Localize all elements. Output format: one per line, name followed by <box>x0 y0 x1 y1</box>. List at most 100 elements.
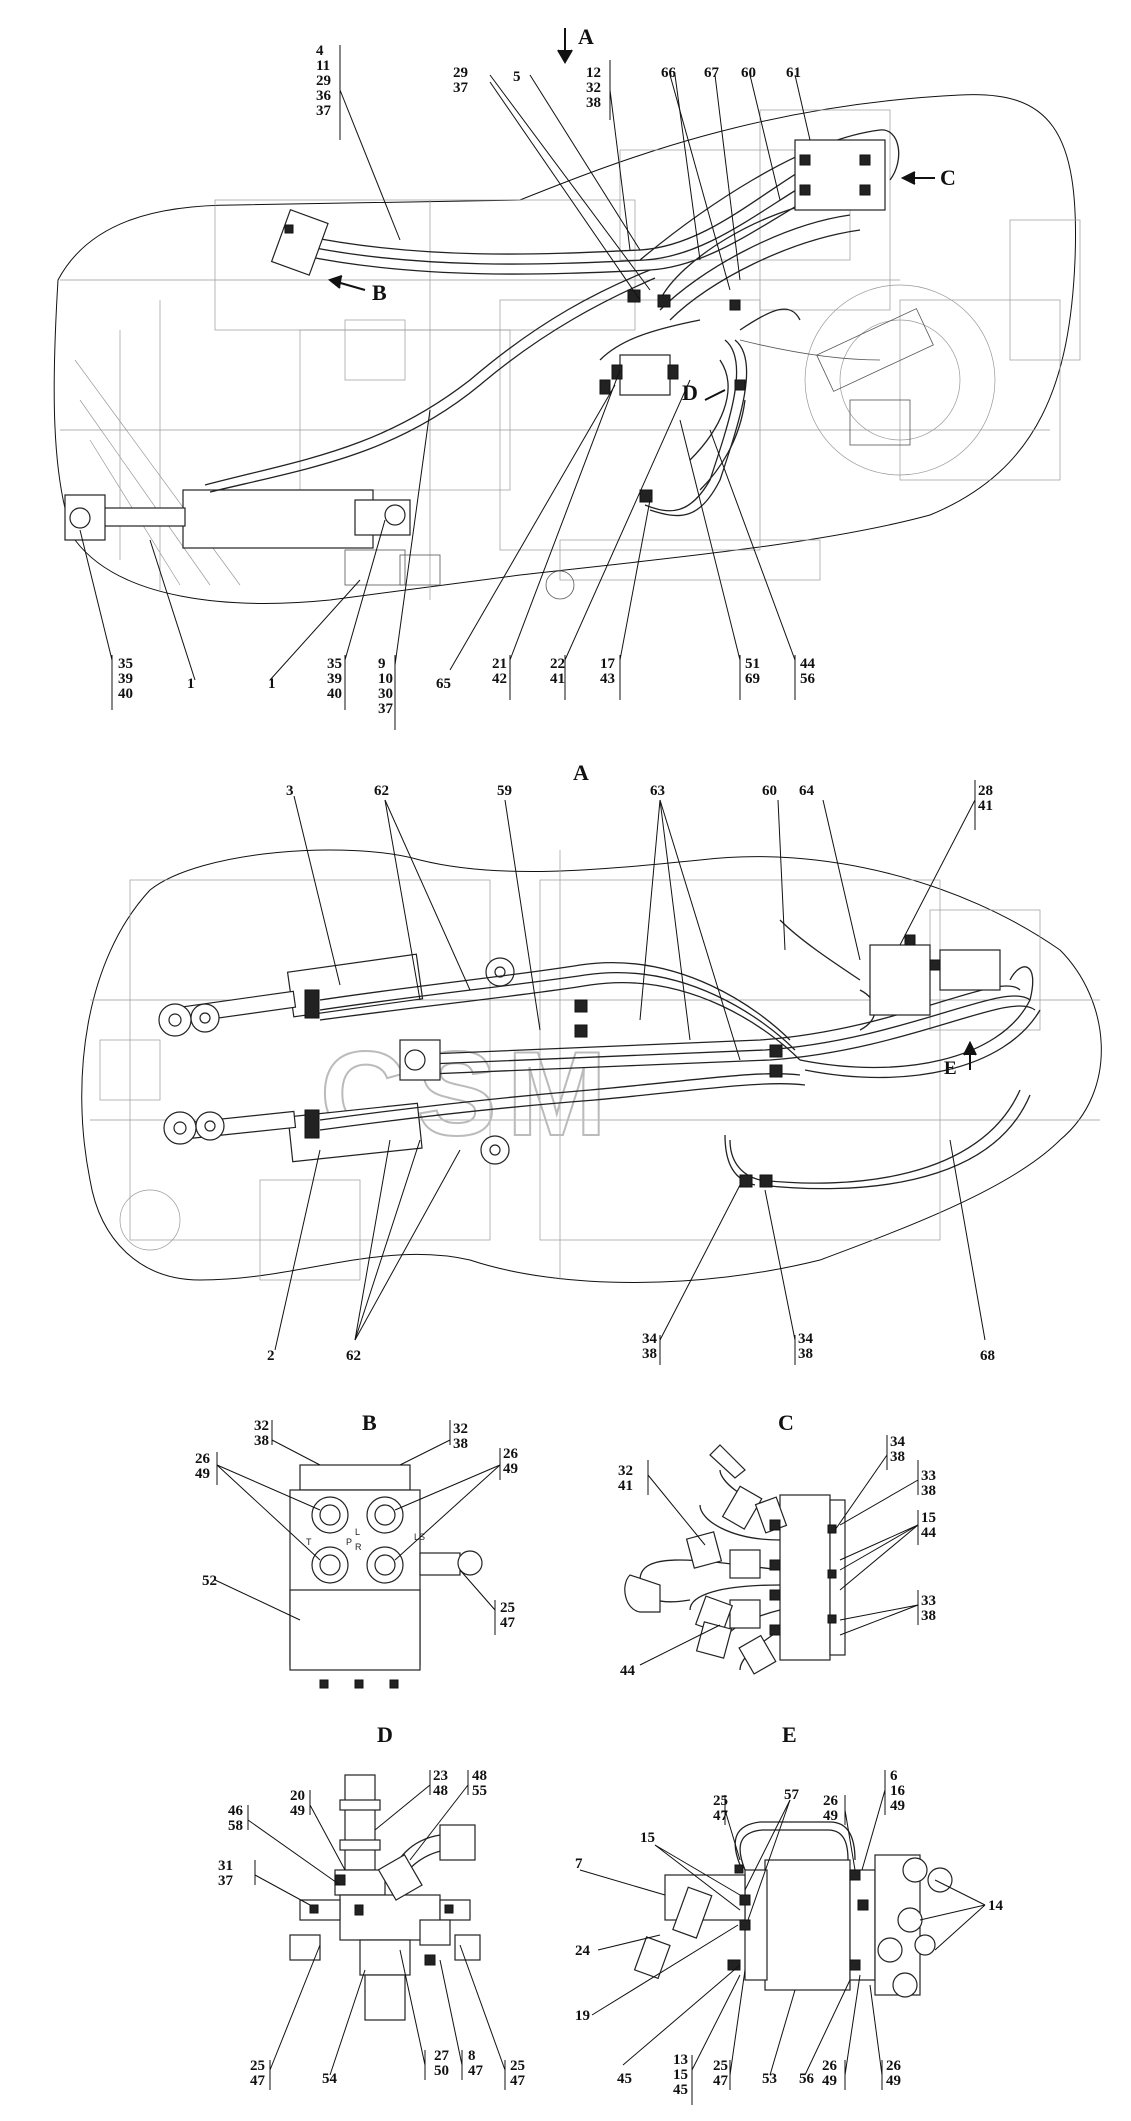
callout-view-a-l-63-0: 63 <box>650 783 665 799</box>
view-d: D <box>247 1722 506 2090</box>
callout-view-d-l-48-55-1: 55 <box>472 1783 487 1799</box>
port-mark-ls: LS <box>414 1532 425 1542</box>
callout-main-l-66-0: 66 <box>661 65 677 81</box>
callout-view-b-l-26-49-b-0: 26 <box>503 1446 519 1462</box>
view-b-title: B <box>362 1410 377 1435</box>
callout-main-l-60-0: 60 <box>741 65 756 81</box>
callout-main-l-9-10-30-37-1: 10 <box>378 671 393 687</box>
view-d-title: D <box>377 1722 393 1747</box>
marker-b: B <box>372 280 387 305</box>
view-b: B T P L R LS <box>214 1410 501 1689</box>
callout-main-l-35-39-40-b-2: 40 <box>327 686 342 702</box>
callout-view-e-l-14-0: 14 <box>988 1898 1004 1914</box>
callout-view-b-l-32-38-a-0: 32 <box>254 1418 269 1434</box>
callout-view-e-l-7-0: 7 <box>575 1856 583 1872</box>
callout-view-d-l-46-58-1: 58 <box>228 1818 243 1834</box>
callout-view-a-l-2-0: 2 <box>267 1348 275 1364</box>
callout-view-e-l-45-0: 45 <box>617 2071 632 2087</box>
view-c-title: C <box>778 1410 794 1435</box>
cylinder-upper <box>158 953 515 1037</box>
callout-view-d-l-25-47-a-1: 47 <box>250 2073 266 2089</box>
callout-main-l-35-39-40-b-1: 39 <box>327 671 342 687</box>
callout-view-c-l-15-44-1: 44 <box>921 1525 937 1541</box>
callout-view-d-l-23-48-0: 23 <box>433 1768 448 1784</box>
callout-view-e-l-56-0: 56 <box>799 2071 815 2087</box>
callout-main-l-51-69-1: 69 <box>745 671 760 687</box>
callout-main-l-4-11-29-36-37-0: 4 <box>316 43 324 59</box>
callout-main-l-1a-0: 1 <box>187 676 195 692</box>
callout-view-e-l-26-49-a-0: 26 <box>823 1793 839 1809</box>
view-e: E <box>579 1722 986 2105</box>
callout-view-d-l-31-37-1: 37 <box>218 1873 234 1889</box>
valve-d <box>611 354 679 396</box>
callout-view-a-l-59-0: 59 <box>497 783 512 799</box>
callout-view-a-l-60-0: 60 <box>762 783 777 799</box>
control-valve-c-detail <box>624 1444 846 1675</box>
valve-d-detail <box>289 1774 481 2021</box>
view-a-title: A <box>573 760 589 785</box>
callout-main-l-21-42-1: 42 <box>492 671 507 687</box>
callout-main-l-35-39-40-a-1: 39 <box>118 671 133 687</box>
callout-view-c-l-33-38-a-0: 33 <box>921 1468 936 1484</box>
steering-unit-b-detail <box>289 1464 483 1689</box>
callout-view-e-l-25-47-a-0: 25 <box>713 1793 728 1809</box>
callout-main-l-21-42-0: 21 <box>492 656 507 672</box>
callout-view-c-l-32-41-0: 32 <box>618 1463 633 1479</box>
callout-main-l-9-10-30-37-3: 37 <box>378 701 394 717</box>
callout-main-l-4-11-29-36-37-1: 11 <box>316 58 330 74</box>
callout-view-b-l-26-49-a-1: 49 <box>195 1466 210 1482</box>
callout-view-b-l-26-49-b-1: 49 <box>503 1461 518 1477</box>
callout-main-l-12-32-38-0: 12 <box>586 65 601 81</box>
callout-main-l-4-11-29-36-37-4: 37 <box>316 103 332 119</box>
callout-view-d-l-27-50-0: 27 <box>434 2048 450 2064</box>
callout-view-e-l-6-16-49-0: 6 <box>890 1768 898 1784</box>
marker-c: C <box>940 165 956 190</box>
view-a: A CSM <box>81 760 1102 1365</box>
callout-view-e-l-13-15-45-2: 45 <box>673 2082 688 2098</box>
hoses-view-a <box>319 919 1041 1190</box>
hoses-main <box>204 129 900 517</box>
callout-view-d-l-23-48-1: 48 <box>433 1783 448 1799</box>
steering-unit-a <box>399 1039 441 1081</box>
callout-main-l-44-56-1: 56 <box>800 671 816 687</box>
callout-main-l-12-32-38-1: 32 <box>586 80 601 96</box>
view-e-title: E <box>782 1722 797 1747</box>
callout-view-a-l-68-0: 68 <box>980 1348 995 1364</box>
callout-main-l-17-43-0: 17 <box>600 656 616 672</box>
port-mark-l: L <box>355 1527 360 1537</box>
callout-view-d-l-20-49-0: 20 <box>290 1788 305 1804</box>
callout-view-d-l-48-55-0: 48 <box>472 1768 487 1784</box>
callout-view-a-l-62-0: 62 <box>374 783 389 799</box>
callout-view-e-l-25-47-b-0: 25 <box>713 2058 728 2074</box>
callout-view-d-l-46-58-0: 46 <box>228 1803 244 1819</box>
callout-view-c-l-33-38-a-1: 38 <box>921 1483 936 1499</box>
callout-main-l-17-43-1: 43 <box>600 671 615 687</box>
marker-a: A <box>578 24 594 49</box>
callout-view-b-l-32-38-b-1: 38 <box>453 1436 468 1452</box>
callout-view-d-l-25-47-a-0: 25 <box>250 2058 265 2074</box>
callout-main-l-9-10-30-37-0: 9 <box>378 656 386 672</box>
callout-view-b-l-26-49-a-0: 26 <box>195 1451 211 1467</box>
callout-view-e-l-13-15-45-1: 15 <box>673 2067 688 2083</box>
callout-view-d-l-8-47-0: 8 <box>468 2048 476 2064</box>
callout-view-e-l-26-49-a-1: 49 <box>823 1808 838 1824</box>
callout-view-b-l-32-38-b-0: 32 <box>453 1421 468 1437</box>
view-c: C <box>624 1410 919 1675</box>
callout-view-d-l-27-50-1: 50 <box>434 2063 449 2079</box>
callout-view-e-l-57-0: 57 <box>784 1787 800 1803</box>
callout-main-l-44-56-0: 44 <box>800 656 816 672</box>
callout-view-e-l-53-0: 53 <box>762 2071 777 2087</box>
callout-main-l-67-0: 67 <box>704 65 720 81</box>
callout-view-d-l-54-0: 54 <box>322 2071 338 2087</box>
callout-view-e-l-13-15-45-0: 13 <box>673 2052 688 2068</box>
callout-view-a-l-34-38-b-0: 34 <box>798 1331 814 1347</box>
callout-view-e-l-19-0: 19 <box>575 2008 590 2024</box>
callout-view-c-l-15-44-0: 15 <box>921 1510 936 1526</box>
port-mark-p: P <box>346 1537 352 1547</box>
callout-main-l-22-41-0: 22 <box>550 656 565 672</box>
callout-view-b-l-25-47-0: 25 <box>500 1600 515 1616</box>
callout-view-b-l-32-38-a-1: 38 <box>254 1433 269 1449</box>
marker-d: D <box>682 380 698 405</box>
callout-main-l-1b-0: 1 <box>268 676 276 692</box>
